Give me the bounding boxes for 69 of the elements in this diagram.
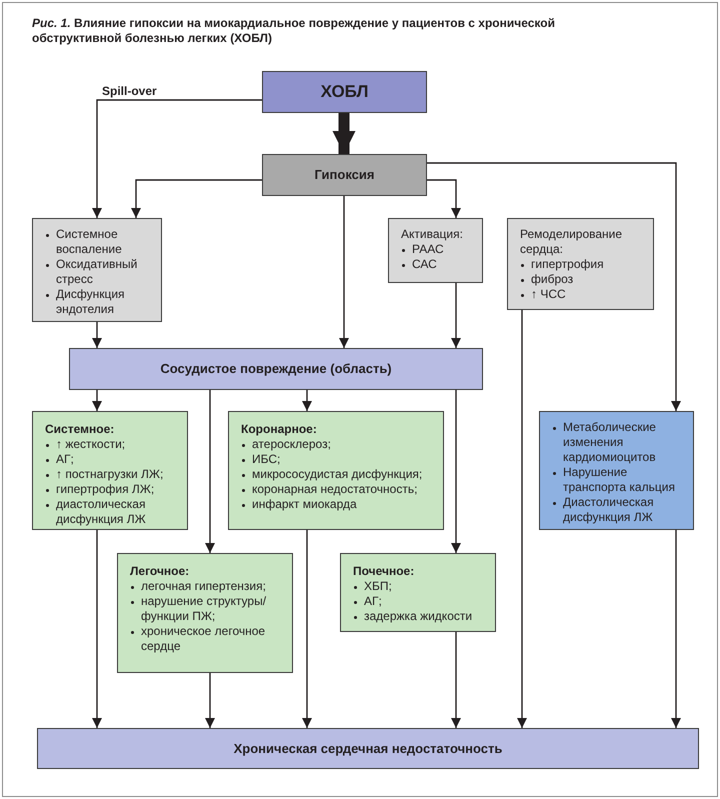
process-box: [388, 218, 483, 283]
box-heading: Системное:: [45, 422, 116, 437]
list-item: хроническое легочное сердце: [130, 624, 280, 654]
arrow: [302, 530, 312, 728]
box-label: ХОБЛ: [320, 81, 368, 104]
process-box: [117, 553, 293, 673]
list-item: АГ;: [45, 452, 175, 467]
list-item: задержка жидкости: [353, 609, 483, 624]
arrow: [302, 390, 312, 411]
list-item: легочная гипертензия;: [130, 579, 280, 594]
process-box: [262, 154, 427, 196]
list-item: атеросклероз;: [241, 437, 431, 452]
process-box: [262, 71, 427, 113]
figure-caption: Рис. 1. Влияние гипоксии на миокардиальное повреждение у пациентов с хронической обструктивной болезнью легких (ХОБЛ): [32, 16, 556, 46]
list-item: АГ;: [353, 594, 483, 609]
list-item: САС: [401, 257, 470, 272]
box-label: Хроническая сердечная недостаточность: [234, 740, 502, 758]
arrow: [205, 390, 215, 553]
arrow: [451, 283, 461, 348]
list-item: Дисфункция эндотелия: [45, 287, 149, 317]
box-heading: Ремоделирование сердца:: [520, 227, 624, 257]
arrow: [339, 196, 349, 348]
arrow: [427, 162, 681, 411]
list-item: ИБС;: [241, 452, 431, 467]
list-item: ХБП;: [353, 579, 483, 594]
arrow: [332, 113, 356, 154]
list-item: Системное воспаление: [45, 227, 149, 257]
list-item: РААС: [401, 242, 470, 257]
list-item: Метаболические изменения кардиомиоцитов: [552, 420, 681, 465]
list-item: гипертрофия: [520, 257, 641, 272]
list-item: фиброз: [520, 272, 641, 287]
box-label: Сосудистое повреждение (область): [160, 360, 392, 378]
arrow: [92, 99, 262, 218]
process-box: [228, 411, 444, 530]
arrow: [92, 322, 102, 348]
list-item: диастолическая дисфункция ЛЖ: [45, 497, 175, 527]
arrow: [517, 310, 527, 728]
list-item: Нарушение транспорта кальция: [552, 465, 681, 495]
arrow: [451, 632, 461, 728]
process-box: [69, 348, 483, 390]
list-item: Оксидативный стресс: [45, 257, 149, 287]
box-heading: Коронарное:: [241, 422, 318, 437]
box-heading: Активация:: [401, 227, 464, 242]
list-item: гипертрофия ЛЖ;: [45, 482, 175, 497]
process-box: [539, 411, 694, 530]
box-heading: Почечное:: [353, 564, 416, 579]
arrow: [92, 390, 102, 411]
arrow: [205, 673, 215, 728]
list-item: ↑ постнагрузки ЛЖ;: [45, 467, 175, 482]
process-box: [507, 218, 654, 310]
list-item: ↑ ЧСС: [520, 287, 641, 302]
edge-label: Spill-over: [102, 83, 157, 100]
arrow: [92, 530, 102, 728]
list-item: ↑ жесткости;: [45, 437, 175, 452]
list-item: микрососудистая дисфункция;: [241, 467, 431, 482]
process-box: [32, 218, 162, 322]
process-box: [340, 553, 496, 632]
list-item: инфаркт миокарда: [241, 497, 431, 512]
arrow: [427, 179, 461, 218]
arrow: [451, 390, 461, 553]
process-box: [37, 728, 699, 769]
process-box: [32, 411, 188, 530]
list-item: нарушение структуры/функции ПЖ;: [130, 594, 280, 624]
box-heading: Легочное:: [130, 564, 190, 579]
list-item: Диастолическая дисфункция ЛЖ: [552, 495, 681, 525]
arrow: [131, 179, 262, 218]
list-item: коронарная недостаточность;: [241, 482, 431, 497]
box-label: Гипоксия: [314, 166, 374, 184]
arrow: [671, 530, 681, 728]
